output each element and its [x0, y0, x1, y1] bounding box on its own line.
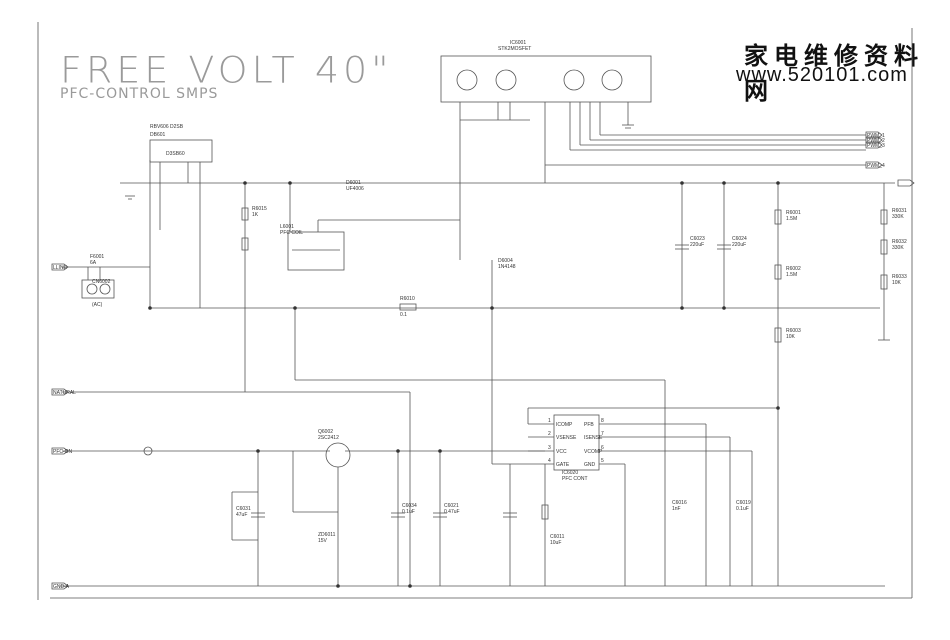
cap-c6024-value: 220uF: [732, 242, 746, 248]
ic-pin-label-8: PFB: [584, 422, 594, 428]
ic-pin-label-4: GATE: [556, 462, 570, 468]
ic-pin-num-8: 8: [601, 418, 604, 424]
fet-module-note: STK2MOSFET: [498, 46, 531, 52]
ic-pin-num-6: 6: [601, 445, 604, 451]
fuse-value: 6A: [90, 260, 97, 266]
ic-pin-label-7: ISENSE: [584, 435, 603, 441]
res-r6033-value: 10K: [892, 280, 902, 286]
ic-pin-label-1: ICOMP: [556, 422, 573, 428]
res-r6002-value: 1.5M: [786, 272, 797, 278]
coil-ref: L6001: [280, 224, 294, 230]
ic-pin-num-3: 3: [548, 445, 551, 451]
port-natural: NATURAL: [53, 390, 76, 396]
transistor-ref: Q6002: [318, 429, 333, 435]
diode-d6001-part: UF4006: [346, 186, 364, 192]
ic-pin-num-2: 2: [548, 431, 551, 437]
ic-pin-label-6: VCOMP: [584, 449, 603, 455]
cap-c6031-ref: C6031: [236, 506, 251, 512]
watermark-chinese: 家电维修资料网: [744, 41, 924, 105]
page-title: FREE VOLT 40": [60, 49, 393, 91]
cap-c6011-value: 10uF: [550, 540, 561, 546]
ic-pin-num-5: 5: [601, 458, 604, 464]
bridge-note: RBV606 D2SB: [150, 124, 184, 130]
port-out-1: PWM_1: [867, 133, 885, 139]
transistor-q6002: [325, 442, 351, 468]
watermark-url: www.520101.com: [736, 64, 908, 86]
res-r6031-value: 330K: [892, 214, 904, 220]
res-r6032-value: 330K: [892, 245, 904, 251]
res-r6010-value: 0.1: [400, 312, 407, 318]
cap-c6021-ref: C6021: [444, 503, 459, 509]
ac-connector: [81, 279, 115, 299]
cap-c6031-value: 47uF: [236, 512, 247, 518]
bridge-part: D3SB60: [166, 151, 185, 157]
cap-c6024-ref: C6024: [732, 236, 747, 242]
res-r6032-ref: R6032: [892, 239, 907, 245]
coil-note: PFC COIL: [280, 230, 303, 236]
port-pfc-on: PFC-ON: [53, 449, 73, 455]
diode-d6004-part: 1N4148: [498, 264, 516, 270]
fet-module: [440, 55, 652, 103]
cap-c6034-value: 0.1uF: [402, 509, 415, 515]
ic-pin-num-4: 4: [548, 458, 551, 464]
bridge-rectifier: [149, 139, 213, 163]
page-subtitle: PFC-CONTROL SMPS: [60, 86, 219, 102]
ic-pin-num-1: 1: [548, 418, 551, 424]
cap-c6034-ref: C6034: [402, 503, 417, 509]
cap-c6019-value: 0.1uF: [736, 506, 749, 512]
diode-d6001-ref: D6001: [346, 180, 361, 186]
port-gnd: GND-A: [53, 584, 70, 590]
fet-module-ref: IC6001: [510, 40, 526, 46]
res-r6001-value: 1.5M: [786, 216, 797, 222]
connector-label: (AC): [92, 302, 103, 308]
res-r6031-ref: R6031: [892, 208, 907, 214]
transistor-part: 2SC2412: [318, 435, 339, 441]
res-r6003-value: 10K: [786, 334, 796, 340]
cap-c6021-value: 0.47uF: [444, 509, 460, 515]
res-r6002-ref: R6002: [786, 266, 801, 272]
fuse-ref: F6001: [90, 254, 104, 260]
zener-part: 15V: [318, 538, 328, 544]
ic-pin-label-3: VCC: [556, 449, 567, 455]
port-lline: LLINE: [53, 265, 68, 271]
connector-ref: CN6002: [92, 279, 111, 285]
cap-c6023-ref: C6023: [690, 236, 705, 242]
bridge-ref: DB601: [150, 132, 166, 138]
controller-part: PFC CONT: [562, 476, 588, 482]
res-r6010-ref: R6010: [400, 296, 415, 302]
res-r6033-ref: R6033: [892, 274, 907, 280]
res-r6015-ref: R6015: [252, 206, 267, 212]
res-r6003-ref: R6003: [786, 328, 801, 334]
cap-c6016-value: 1nF: [672, 506, 681, 512]
ic-pin-label-5: GND: [584, 462, 596, 468]
ic-pin-num-7: 7: [601, 431, 604, 437]
port-out-4: PWM_4: [867, 163, 885, 169]
res-r6001-ref: R6001: [786, 210, 801, 216]
pfc-controller-ic: [553, 414, 600, 471]
diode-d6004-ref: D6004: [498, 258, 513, 264]
pfc-coil: [287, 231, 345, 271]
res-r6015-value: 1K: [252, 212, 259, 218]
cap-c6011-ref: C6011: [550, 534, 565, 540]
port-out-2: PWM_2: [867, 138, 885, 144]
cap-c6023-value: 220uF: [690, 242, 704, 248]
controller-ref: IC6020: [562, 470, 578, 476]
cap-c6019-ref: C6019: [736, 500, 751, 506]
port-out-3: PWM_3: [867, 143, 885, 149]
cap-c6016-ref: C6016: [672, 500, 687, 506]
ic-pin-label-2: VSENSE: [556, 435, 577, 441]
zener-ref: ZD6011: [318, 532, 336, 538]
